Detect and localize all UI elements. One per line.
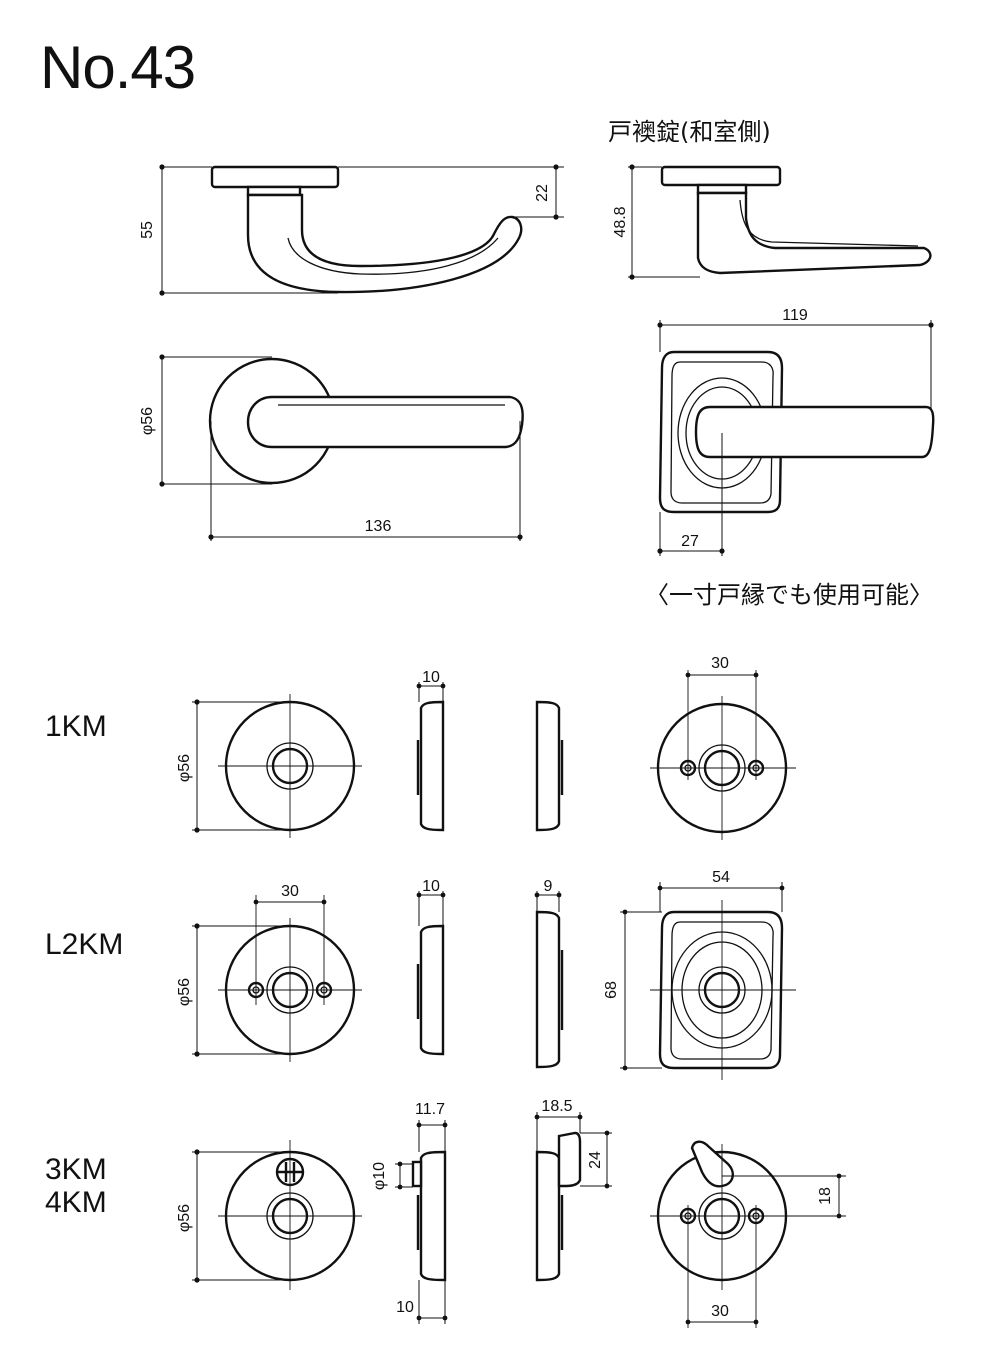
dim-d10: φ10 (371, 1162, 388, 1190)
model-label-l2km: L2KM (45, 928, 124, 961)
usage-note: 〈一寸戸縁でも使用可能〉 (645, 581, 933, 609)
dim-22: 22 (534, 184, 551, 202)
dim-30-l2km: 30 (281, 883, 299, 900)
row-1km: φ56 10 30 (176, 655, 796, 840)
dim-68: 68 (603, 981, 620, 999)
model-label-1km: 1KM (45, 710, 107, 743)
washitsu-front-view: 119 27 (657, 307, 935, 556)
dim-18: 18 (817, 1187, 834, 1205)
dim-d56-3km: φ56 (176, 1204, 193, 1232)
dim-48-8: 48.8 (612, 206, 629, 237)
dim-9-l2km: 9 (544, 878, 553, 895)
washitsu-side-view: 48.8 (612, 164, 932, 280)
dim-27: 27 (681, 533, 699, 550)
model-label-3km: 3KM (45, 1153, 107, 1186)
dim-d56-front: φ56 (139, 407, 156, 435)
model-label-4km: 4KM (45, 1186, 107, 1219)
lever-front-view: φ56 136 (139, 354, 524, 541)
dim-d56-1km: φ56 (176, 754, 193, 782)
dim-11-7: 11.7 (415, 1101, 445, 1118)
dim-54: 54 (712, 869, 730, 886)
dim-55: 55 (139, 221, 156, 239)
dim-24: 24 (587, 1151, 604, 1169)
row-l2km: 30 φ56 10 9 (176, 869, 796, 1080)
lever-side-view: 55 22 (139, 164, 564, 296)
dim-30-3km: 30 (711, 1303, 729, 1320)
dim-10-3km: 10 (396, 1299, 414, 1316)
product-number: No.43 (40, 34, 196, 101)
dim-136: 136 (365, 518, 392, 535)
row-3km-4km: φ56 11.7 φ10 10 18.5 (176, 1098, 846, 1328)
dim-10-l2km: 10 (422, 878, 440, 895)
dim-18-5: 18.5 (541, 1098, 572, 1115)
dim-30-1km: 30 (711, 655, 729, 672)
dim-d56-l2km: φ56 (176, 978, 193, 1006)
washitsu-heading: 戸襖錠(和室側) (608, 118, 771, 146)
dim-119: 119 (782, 307, 808, 324)
dim-10-1km: 10 (422, 669, 440, 686)
